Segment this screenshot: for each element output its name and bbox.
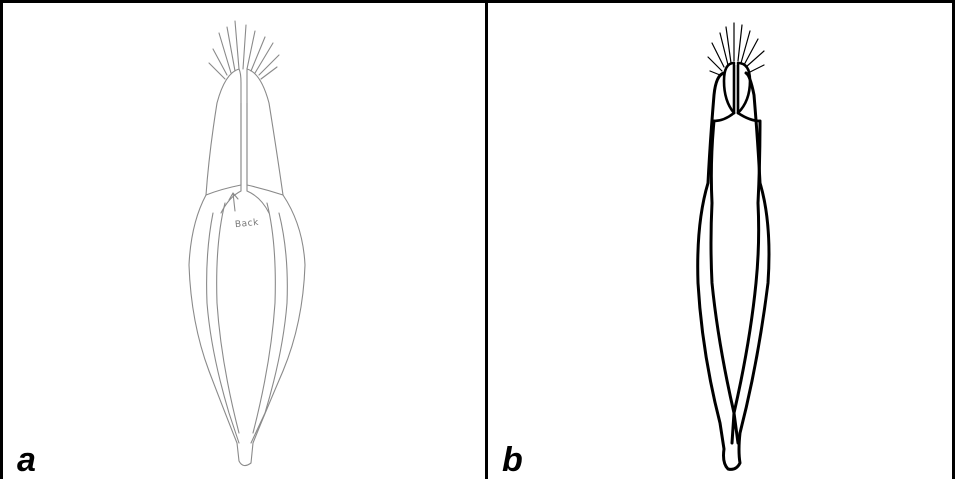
sketch-left-lobe xyxy=(206,69,241,195)
ink-left-lobe xyxy=(724,63,734,113)
ink-body-inner xyxy=(711,121,760,413)
pencil-sketch-drawing xyxy=(3,3,485,479)
sketch-arrow xyxy=(229,193,238,211)
ink-right-lobe xyxy=(738,63,750,113)
panel-label-b: b xyxy=(502,443,523,477)
sketch-right-lobe xyxy=(247,69,283,195)
sketch-bristles xyxy=(209,21,279,79)
panel-label-a: a xyxy=(17,443,36,477)
sketch-body-outline xyxy=(189,195,305,466)
ink-tracing-drawing xyxy=(488,3,952,479)
panel-b: b xyxy=(488,3,952,479)
ink-bristles xyxy=(708,23,764,75)
panel-a: Back a xyxy=(3,3,485,479)
